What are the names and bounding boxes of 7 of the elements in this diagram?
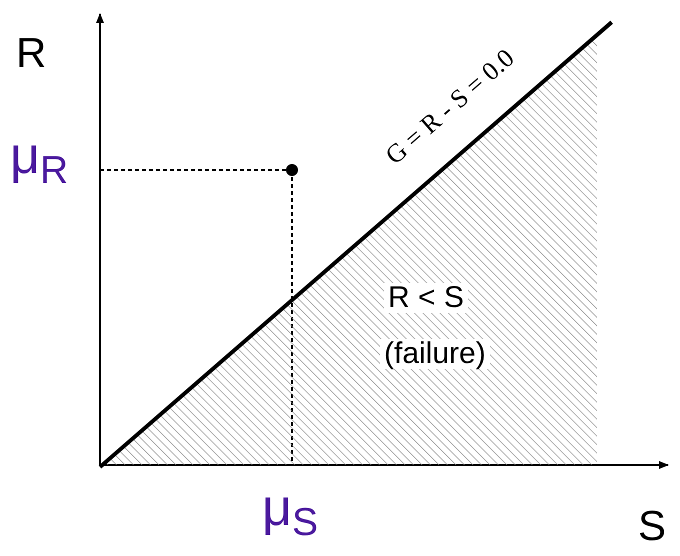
axis-label: μ$_{R}$ <box>10 130 68 182</box>
region-note: (failure) <box>380 339 490 369</box>
line-label: G = R - S = 0.0 <box>381 44 519 170</box>
axis-label: μ$_{S}$ <box>262 482 318 534</box>
axis-label: R <box>16 32 46 74</box>
region-label: R < S <box>384 283 468 313</box>
axis-label: S <box>638 505 666 547</box>
